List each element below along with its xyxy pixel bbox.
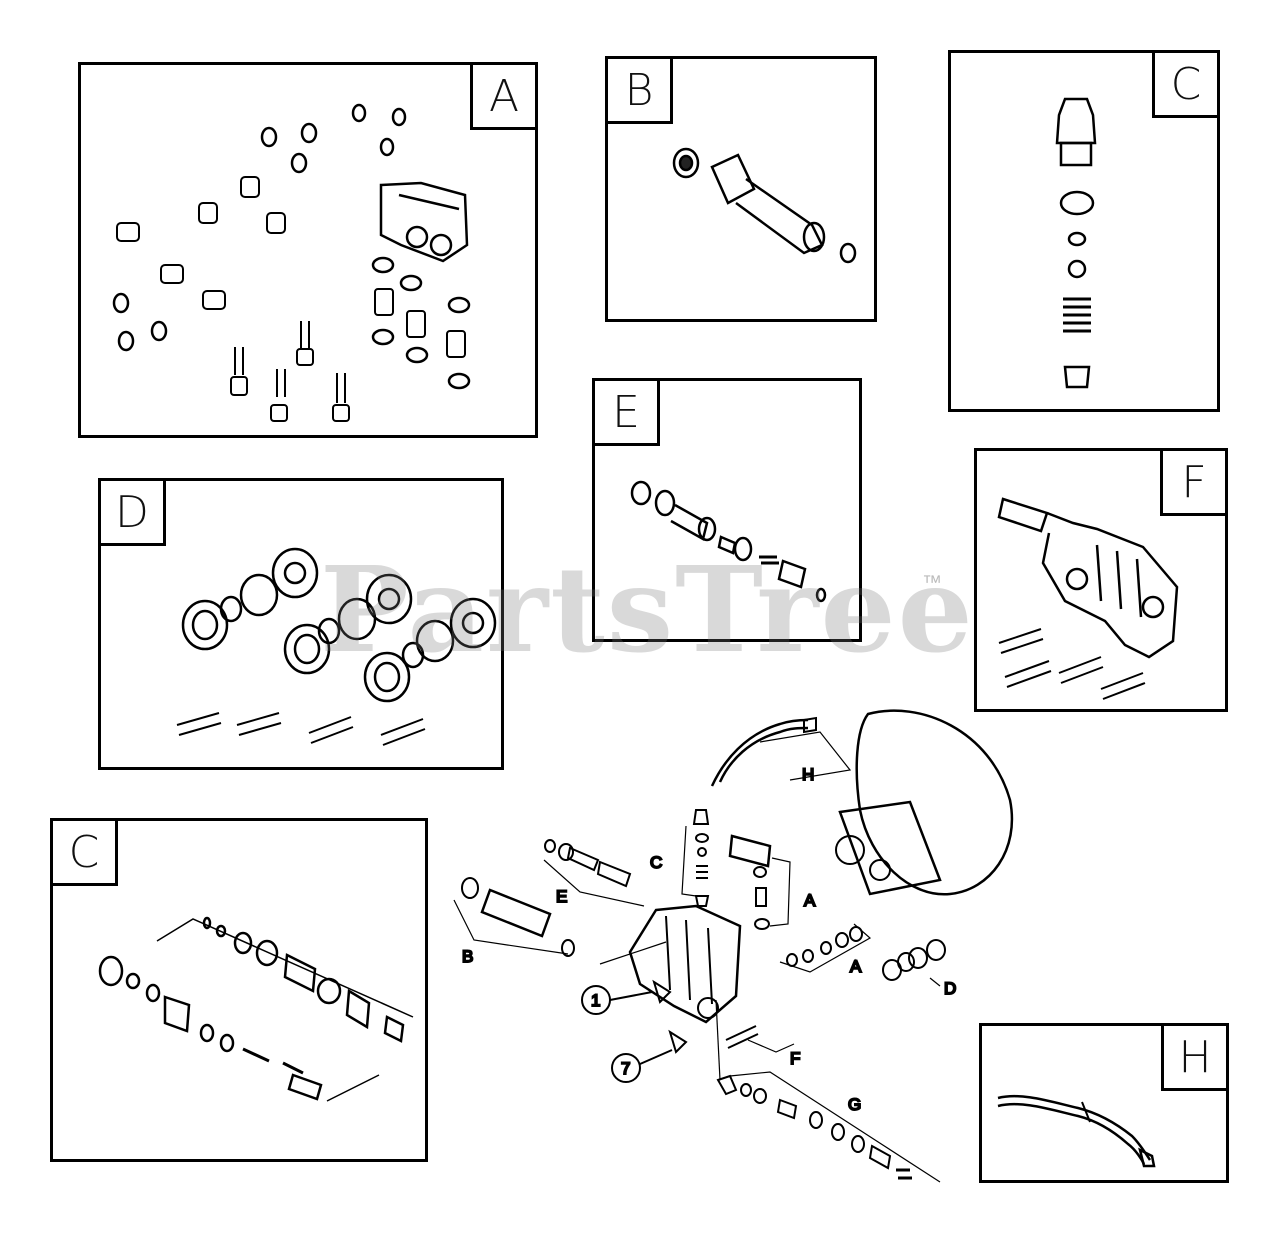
kit-b-parts-illustration [672, 147, 857, 264]
kit-d-parts-illustration [176, 547, 497, 746]
panel-label-c-bottom: C [50, 818, 118, 886]
callout-d: D [944, 979, 956, 998]
callout-g: G [848, 1095, 861, 1114]
kit-c-exploded-illustration [98, 916, 414, 1102]
kit-panel-f: F [974, 448, 1228, 712]
ref-callout-7: 7 [621, 1059, 630, 1078]
panel-label-e: E [592, 378, 660, 446]
callout-a-lower: A [850, 957, 862, 976]
pump-exploded-assembly: H B E C A A D 1 7 F G [453, 709, 1014, 1183]
trademark-symbol: ™ [922, 572, 942, 594]
ref-callout-1: 1 [591, 991, 600, 1010]
callout-a-upper: A [804, 891, 816, 910]
callout-h: H [802, 765, 814, 784]
kit-a-parts-illustration [112, 103, 471, 422]
panel-label-a: A [470, 62, 538, 130]
panel-label-d: D [98, 478, 166, 546]
kit-e-parts-illustration [630, 480, 827, 603]
kit-panel-c-bottom: C [50, 818, 428, 1162]
panel-label-b: B [605, 56, 673, 124]
kit-panel-h: H [979, 1023, 1229, 1183]
kit-panel-c-top: C [948, 50, 1220, 412]
callout-f: F [790, 1049, 800, 1068]
callout-e: E [556, 887, 567, 906]
kit-panel-e: E [592, 378, 862, 642]
kit-panel-a: A [78, 62, 538, 438]
kit-h-hose-illustration [997, 1094, 1156, 1168]
kit-f-parts-illustration [997, 497, 1179, 700]
kit-panel-d: D [98, 478, 504, 770]
callout-b: B [462, 947, 473, 966]
kit-c-parts-illustration [1055, 97, 1097, 389]
panel-label-c-top: C [1152, 50, 1220, 118]
panel-label-f: F [1160, 448, 1228, 516]
callout-c: C [650, 853, 662, 872]
panel-label-h: H [1161, 1023, 1229, 1091]
kit-panel-b: B [605, 56, 877, 322]
